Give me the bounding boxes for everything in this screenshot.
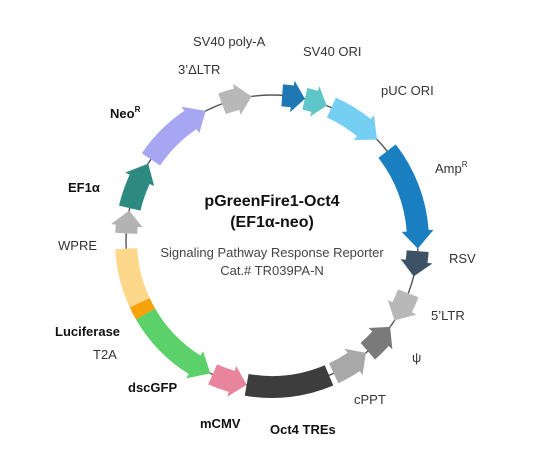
feature-arc-5ltr[interactable]	[387, 289, 419, 321]
label-sv40-polya: SV40 poly-A	[193, 34, 266, 49]
label-luciferase: Luciferase	[55, 324, 120, 339]
plasmid-promoter-note: (EF1α-neo)	[230, 214, 314, 231]
feature-arc-amp[interactable]	[378, 144, 434, 249]
label-amp: AmpR	[435, 160, 468, 176]
label-ef1a: EF1α	[68, 180, 100, 195]
label-dscgfp: dscGFP	[128, 380, 177, 395]
feature-arc-sv40-polya[interactable]	[281, 80, 305, 113]
plasmid-catalog: Cat.# TR039PA-N	[220, 263, 324, 278]
label-neo: NeoR	[110, 105, 141, 121]
label-t2a: T2A	[93, 347, 117, 362]
plasmid-name: pGreenFire1-Oct4	[204, 193, 339, 210]
feature-arc-rsv[interactable]	[400, 250, 433, 277]
feature-arc-oct4-tres[interactable]	[244, 365, 334, 398]
feature-arcs	[110, 80, 434, 398]
feature-arc-3ltr[interactable]	[218, 83, 252, 115]
label-mcmv: mCMV	[200, 416, 241, 431]
label-puc-ori: pUC ORI	[381, 83, 434, 98]
label-psi: ψ	[412, 350, 421, 365]
feature-arc-t2a[interactable]	[129, 298, 156, 320]
feature-arc-ef1a[interactable]	[119, 163, 155, 211]
label-wpre: WPRE	[58, 238, 97, 253]
label-cppt: cPPT	[354, 392, 386, 407]
feature-arc-luciferase[interactable]	[115, 248, 150, 308]
feature-arc-psi[interactable]	[360, 326, 393, 360]
label-3ltr: 3’ΔLTR	[178, 62, 220, 77]
feature-arc-cppt[interactable]	[329, 348, 366, 384]
feature-arc-dscgfp[interactable]	[136, 308, 211, 379]
feature-arc-neo[interactable]	[141, 106, 206, 166]
label-5ltr: 5’LTR	[431, 308, 465, 323]
feature-arc-sv40-ori[interactable]	[302, 86, 327, 117]
label-oct4-tres: Oct4 TREs	[270, 422, 336, 437]
feature-arc-puc-ori[interactable]	[326, 97, 378, 140]
feature-arc-mcmv[interactable]	[208, 364, 247, 397]
label-rsv: RSV	[449, 251, 476, 266]
feature-arc-wpre[interactable]	[110, 210, 143, 234]
label-sv40-ori: SV40 ORI	[303, 44, 362, 59]
plasmid-description: Signaling Pathway Response Reporter	[160, 245, 384, 260]
